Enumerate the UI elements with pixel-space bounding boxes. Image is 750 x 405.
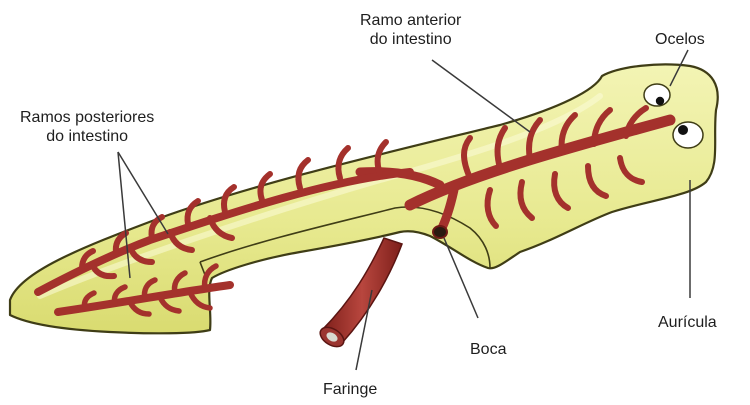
label-ocelos: Ocelos: [655, 31, 705, 48]
leader-faringe: [355, 289, 373, 371]
mouth-opening: [432, 225, 448, 239]
leader-posteriores-2: [117, 151, 131, 279]
leader-boca: [443, 237, 479, 319]
label-ramo-anterior-line2: do intestino: [369, 31, 452, 48]
label-faringe: Faringe: [323, 381, 378, 398]
ocellus-lower: [672, 121, 704, 149]
label-ramo-anterior-line1: Ramo anterior: [360, 12, 462, 29]
pharynx: [319, 237, 403, 348]
leader-ocelos: [669, 49, 689, 87]
body-highlight: [37, 93, 603, 299]
intestine-to-mouth: [437, 180, 460, 233]
leader-posteriores-1: [117, 151, 169, 235]
label-ramo-anterior: Ramo anterior do intestino: [360, 11, 461, 49]
leader-lines: [117, 49, 691, 371]
pharynx-tube: [320, 237, 403, 344]
ocelli: [643, 83, 704, 149]
label-auricula: Aurícula: [658, 314, 717, 331]
label-boca: Boca: [470, 341, 507, 358]
leader-ramo-anterior: [431, 59, 531, 133]
label-ramos-posteriores-line2: do intestino: [46, 128, 129, 145]
ocellus-upper-pupil: [655, 96, 665, 106]
intestine: [34, 105, 676, 317]
pharynx-opening-inner: [326, 332, 338, 342]
ocellus-lower-pupil: [678, 125, 688, 135]
anterior-diverticula: [461, 105, 649, 229]
posterior-intestine-lower: [54, 281, 234, 316]
posterior-upper-diverticula: [79, 139, 389, 280]
posterior-lower-diverticula: [81, 263, 219, 317]
label-ramos-posteriores-line1: Ramos posteriores: [20, 109, 155, 126]
posterior-intestine-upper: [34, 168, 414, 296]
label-ramos-posteriores: Ramos posteriores do intestino: [20, 108, 154, 146]
